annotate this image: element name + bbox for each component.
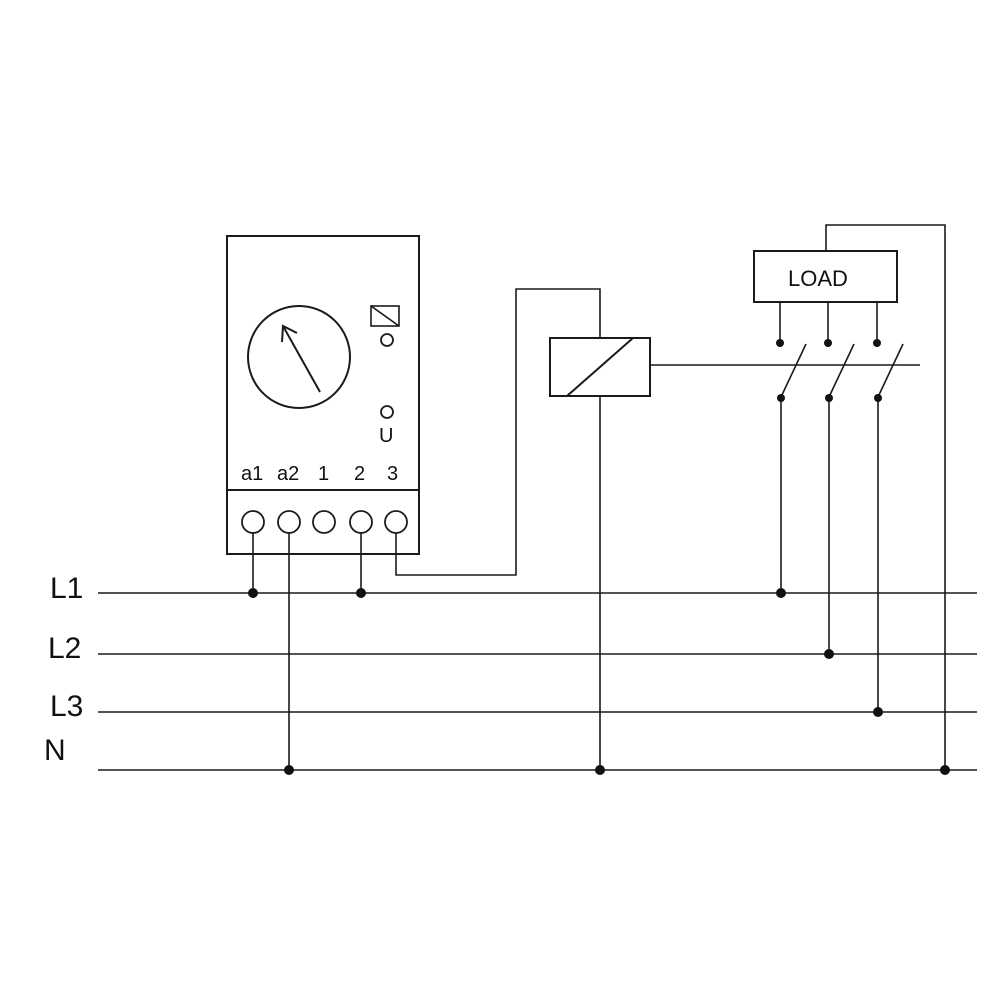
terminal-screw-a2	[277, 510, 301, 534]
junction-dot	[873, 707, 883, 717]
junction-dot	[248, 588, 258, 598]
terminal-label-1: 1	[318, 463, 329, 485]
contact-terminal-dot	[824, 339, 832, 347]
wire-3-to-contactor-coil	[395, 288, 601, 576]
terminal-screw-a1	[241, 510, 265, 534]
terminal-label-a2: a2	[277, 463, 299, 485]
junction-dot	[940, 765, 950, 775]
contact-3-blade	[877, 343, 904, 398]
dial	[247, 305, 351, 409]
terminal-screw-1	[312, 510, 336, 534]
relay-led-icon	[380, 333, 394, 347]
junction-dot	[824, 649, 834, 659]
relay-device: U a1 a2 1 2 3	[226, 235, 420, 555]
device-wiring	[252, 288, 601, 770]
dial-arrow-icon	[281, 324, 321, 393]
contact-2-blade	[828, 343, 855, 398]
supply-buses: L1 L2 L3 N	[44, 572, 977, 771]
terminal-label-2: 2	[354, 463, 365, 485]
contactor-contacts	[779, 302, 904, 712]
bus-label-l3: L3	[50, 690, 83, 723]
bus-label-l2: L2	[48, 632, 81, 665]
bus-label-l1: L1	[50, 572, 83, 605]
junction-dot	[356, 588, 366, 598]
load-label: LOAD	[788, 266, 848, 291]
contact-terminal-dot	[874, 394, 882, 402]
terminal-label-3: 3	[387, 463, 398, 485]
contact-terminal-dot	[873, 339, 881, 347]
junction-dot	[284, 765, 294, 775]
voltage-led-icon	[380, 405, 394, 419]
contact-terminal-dot	[825, 394, 833, 402]
contact-terminal-dot	[776, 339, 784, 347]
coil-diagonal	[566, 337, 634, 397]
terminal-label-a1: a1	[241, 463, 263, 485]
contact-terminal-dot	[777, 394, 785, 402]
contact-1-blade	[780, 343, 807, 398]
bus-label-n: N	[44, 734, 66, 767]
junction-dots	[248, 339, 950, 775]
junction-dot	[595, 765, 605, 775]
load-block: LOAD	[753, 224, 946, 770]
junction-dot	[776, 588, 786, 598]
wire-load-to-n	[825, 224, 946, 770]
contactor-coil	[549, 337, 920, 770]
terminal-screw-3	[384, 510, 408, 534]
relay-state-icon	[370, 305, 400, 327]
terminal-screw-2	[349, 510, 373, 534]
voltage-indicator-label: U	[379, 425, 393, 447]
